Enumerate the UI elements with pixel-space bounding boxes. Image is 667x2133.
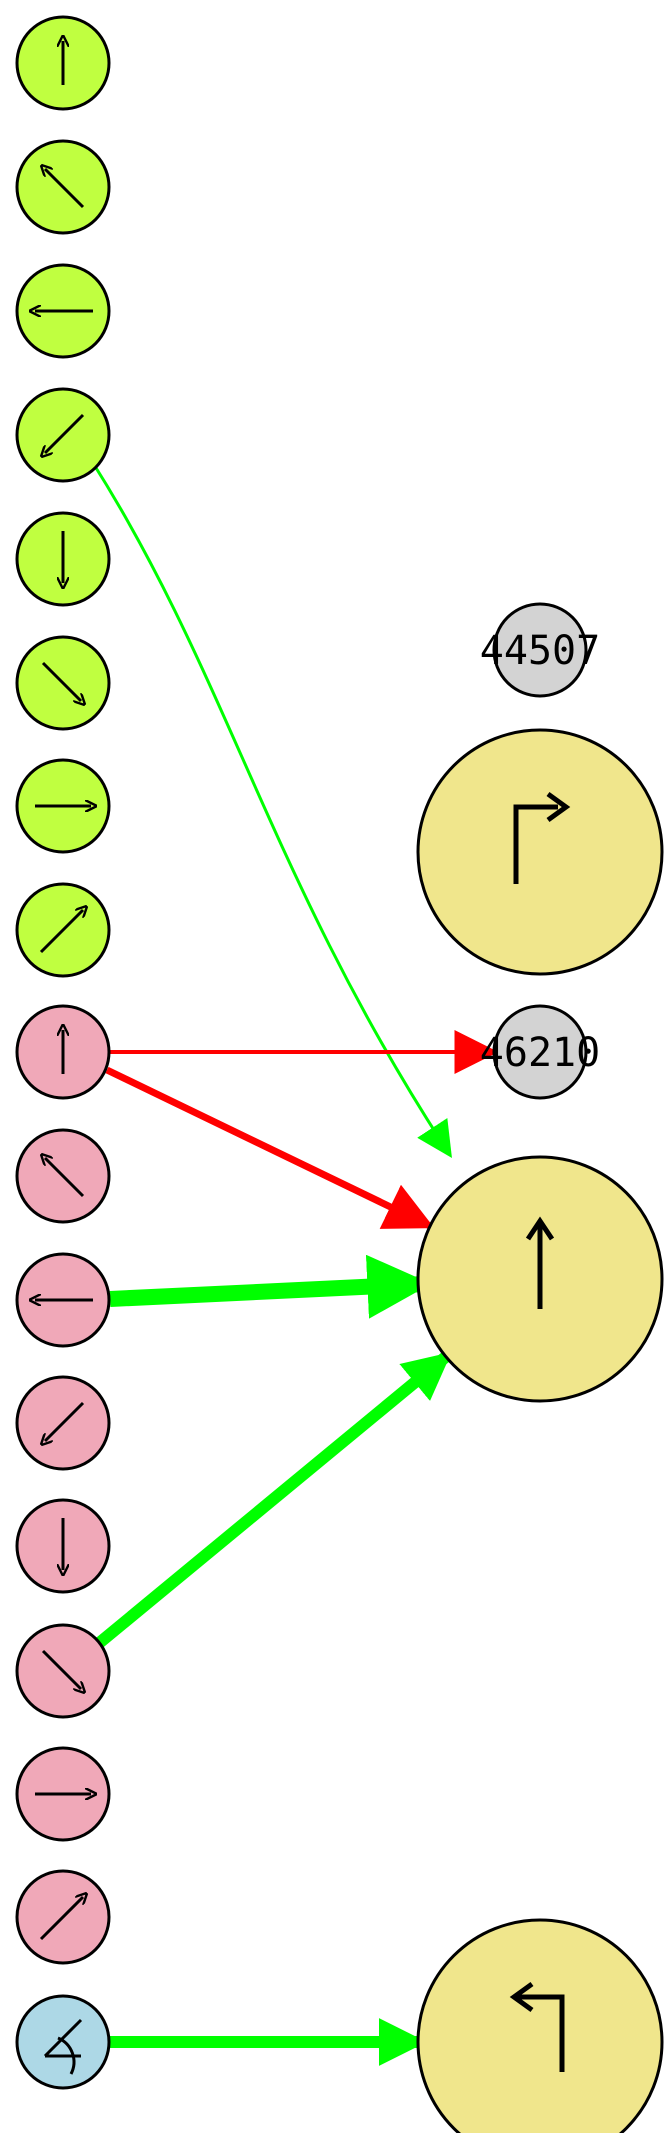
node-pink-downright <box>15 1623 111 1719</box>
edge-layer <box>91 462 499 2066</box>
arrow-down-left-icon <box>45 1401 85 1441</box>
node-pink-up <box>15 1004 111 1100</box>
node-46210: 46210 <box>480 1004 600 1100</box>
arrow-down-right-icon <box>41 1649 81 1689</box>
node-turn-left <box>416 1918 664 2133</box>
node-label: 46210 <box>480 1030 600 1076</box>
arrow-up-right-icon <box>39 910 83 954</box>
edge-green-left-to-straight <box>109 1254 432 1319</box>
node-44507: 44507 <box>480 602 600 698</box>
node-label: 44507 <box>480 628 600 674</box>
edge-green-downleft-to-straight <box>91 462 452 1159</box>
arrow-down-left-icon <box>45 413 85 453</box>
left-node-column <box>15 15 111 2090</box>
node-green-upleft <box>15 139 111 235</box>
arrow-up-left-icon <box>45 1158 85 1198</box>
node-green-down <box>15 511 111 607</box>
node-pink-upright <box>15 1869 111 1965</box>
roundabout-icon <box>43 2018 83 2075</box>
node-pink-upleft <box>15 1128 111 1224</box>
node-green-right <box>15 758 111 854</box>
straight-up-icon <box>525 1216 555 1309</box>
edge-red-up-to-straight <box>105 1066 435 1230</box>
arrow-up-right-icon <box>39 1897 83 1941</box>
node-pink-right <box>15 1746 111 1842</box>
node-pink-down <box>15 1498 111 1594</box>
edge-green-downright-to-straight <box>94 1350 452 1649</box>
node-blue-roundabout <box>15 1994 111 2090</box>
node-pink-downleft <box>15 1375 111 1471</box>
turn-left-icon <box>509 1981 565 2072</box>
node-pink-left <box>15 1252 111 1348</box>
node-green-left <box>15 263 111 359</box>
right-node-column: 44507 46210 <box>416 602 664 2133</box>
arrow-up-left-icon <box>45 169 85 209</box>
node-green-downleft <box>15 387 111 483</box>
turn-right-icon <box>513 791 571 884</box>
node-green-upright <box>15 882 111 978</box>
node-turn-right <box>416 728 664 976</box>
node-green-up <box>15 15 111 111</box>
node-green-downright <box>15 635 111 731</box>
arrow-down-right-icon <box>41 661 81 701</box>
node-straight-up <box>416 1155 664 1403</box>
